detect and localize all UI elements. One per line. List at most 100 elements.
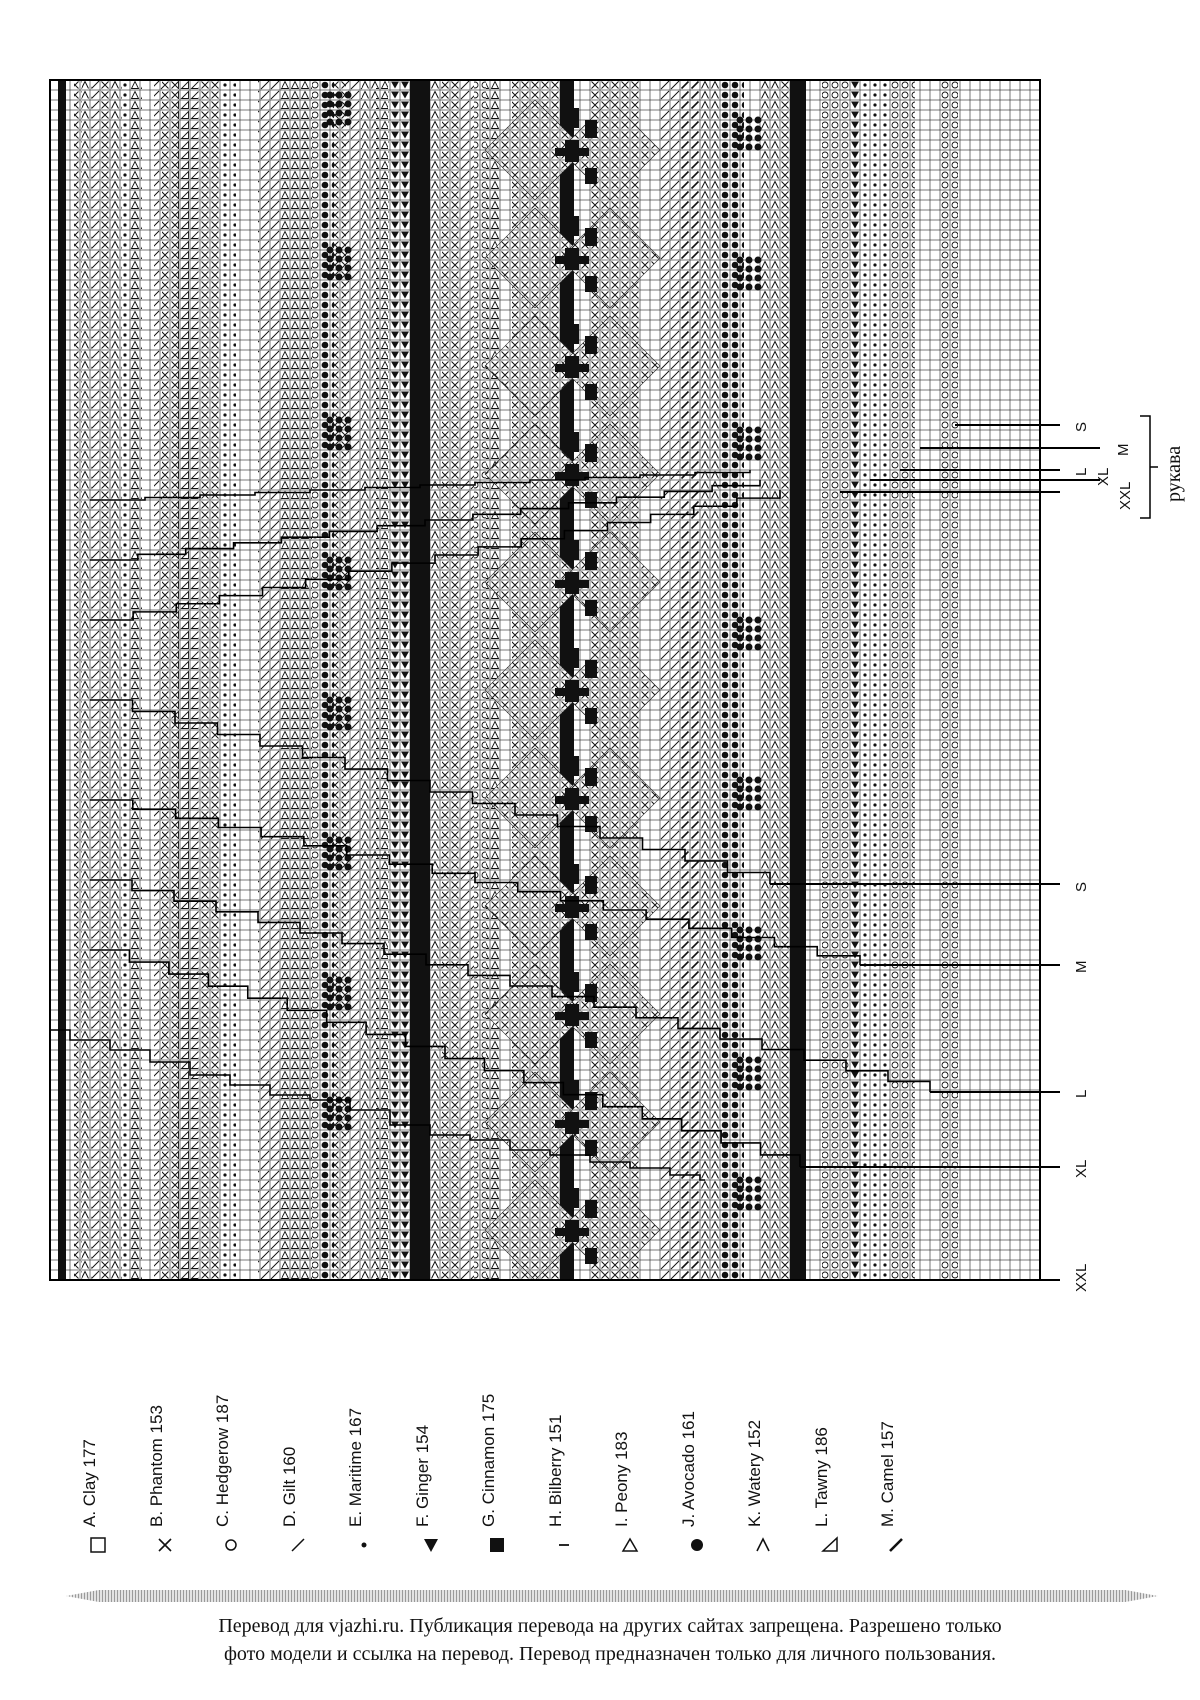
size-label-xxl: XXL — [1073, 1264, 1090, 1292]
motif-dot — [754, 1185, 762, 1193]
shaping-line — [90, 799, 861, 965]
motif-block — [585, 120, 597, 138]
motif-dot — [344, 118, 352, 126]
legend-item: K. Watery 152 — [745, 1345, 789, 1575]
sleeve-label-m: M — [1115, 444, 1132, 457]
motif-dot — [344, 556, 352, 564]
motif-dot — [344, 416, 352, 424]
motif-dot — [344, 1114, 352, 1122]
motif-block — [555, 904, 589, 912]
motif-dot — [335, 1114, 343, 1122]
motif-dot — [745, 453, 753, 461]
shaping-line — [90, 699, 771, 884]
chart-cast-on-edge — [50, 1029, 705, 1181]
legend-item: M. Camel 157 — [878, 1345, 922, 1575]
legend-item: C. Hedgerow 187 — [213, 1345, 257, 1575]
legend-label: H. Bilberry 151 — [545, 1414, 565, 1527]
motif-dot — [754, 426, 762, 434]
motif-dot — [326, 255, 334, 263]
motif-dot — [736, 953, 744, 961]
motif-dot — [326, 246, 334, 254]
chart-band — [236, 80, 258, 1280]
motif-dot — [754, 265, 762, 273]
motif-dot — [745, 926, 753, 934]
motif-dot — [754, 1176, 762, 1184]
motif-diamond — [484, 207, 586, 309]
motif-dot — [326, 100, 334, 108]
motif-dot — [326, 109, 334, 117]
motif-dot — [745, 803, 753, 811]
motif-dot — [736, 944, 744, 952]
sleeve-size-markers: S M L XL XXL рукава — [840, 415, 1185, 519]
chart-band — [890, 80, 915, 1280]
motif-dot — [754, 616, 762, 624]
chart-band — [58, 80, 66, 1280]
body-size-markers: S M L XL XXL — [770, 882, 1090, 1292]
chart-band — [66, 80, 74, 1280]
motif-dot — [745, 1074, 753, 1082]
triangle-filled-icon — [423, 1539, 438, 1552]
motif-block — [555, 1228, 589, 1236]
motif-dot — [754, 283, 762, 291]
motif-dot — [344, 100, 352, 108]
motif-block — [585, 768, 597, 786]
motif-dot — [736, 1176, 744, 1184]
motif-dot — [335, 976, 343, 984]
motif-dot — [745, 1194, 753, 1202]
chart-band — [660, 80, 680, 1280]
motif-dot — [754, 435, 762, 443]
motif-block — [555, 364, 589, 372]
motif-block — [585, 492, 597, 508]
motif-dot — [326, 1114, 334, 1122]
motif-dot — [335, 109, 343, 117]
motif-dot — [344, 994, 352, 1002]
motif-dot — [754, 444, 762, 452]
motif-block — [555, 580, 589, 588]
square-outline-icon — [90, 1537, 106, 1553]
chart-band — [474, 80, 486, 1280]
chart-band — [50, 80, 58, 1280]
chart-band — [362, 80, 376, 1280]
circle-filled-icon — [690, 1539, 703, 1551]
translation-notice: Перевод для vjazhi.ru. Публикация перево… — [70, 1612, 1150, 1668]
motif-dot — [754, 776, 762, 784]
motif-block — [585, 1092, 597, 1110]
motif-dot — [754, 634, 762, 642]
motif-dot — [736, 265, 744, 273]
motif-dot — [736, 643, 744, 651]
motif-dot — [326, 1003, 334, 1011]
motif-dot — [335, 574, 343, 582]
chart-band — [142, 80, 154, 1280]
chart-band — [220, 80, 236, 1280]
motif-block — [565, 1188, 579, 1208]
motif-dot — [736, 1056, 744, 1064]
motif-diamond — [484, 423, 586, 525]
motif-block — [585, 1248, 597, 1264]
motif-dot — [736, 1194, 744, 1202]
chevron-icon — [756, 1537, 770, 1552]
motif-block — [555, 796, 589, 804]
motif-block — [585, 660, 597, 678]
divider — [66, 1590, 1158, 1602]
motif-dot — [736, 935, 744, 943]
motif-block — [585, 444, 597, 462]
motif-dot — [326, 264, 334, 272]
motif-dot — [335, 696, 343, 704]
dot-icon — [361, 1542, 367, 1548]
motif-dot — [745, 134, 753, 142]
motif-diamond — [484, 747, 586, 849]
sleeve-label-xxl: XXL — [1117, 482, 1134, 510]
motif-dot — [745, 953, 753, 961]
motif-dot — [326, 565, 334, 573]
size-label-xl: XL — [1073, 1160, 1090, 1178]
notice-line-2: фото модели и ссылка на перевод. Перевод… — [223, 1643, 997, 1665]
motif-dot — [736, 785, 744, 793]
motif-block — [565, 216, 579, 236]
motif-dot — [335, 1123, 343, 1131]
motif-dot — [754, 125, 762, 133]
motif-dot — [754, 143, 762, 151]
sleeve-label-xl: XL — [1095, 468, 1112, 486]
motif-dot — [335, 443, 343, 451]
motif-dot — [326, 1105, 334, 1113]
motif-dot — [335, 100, 343, 108]
